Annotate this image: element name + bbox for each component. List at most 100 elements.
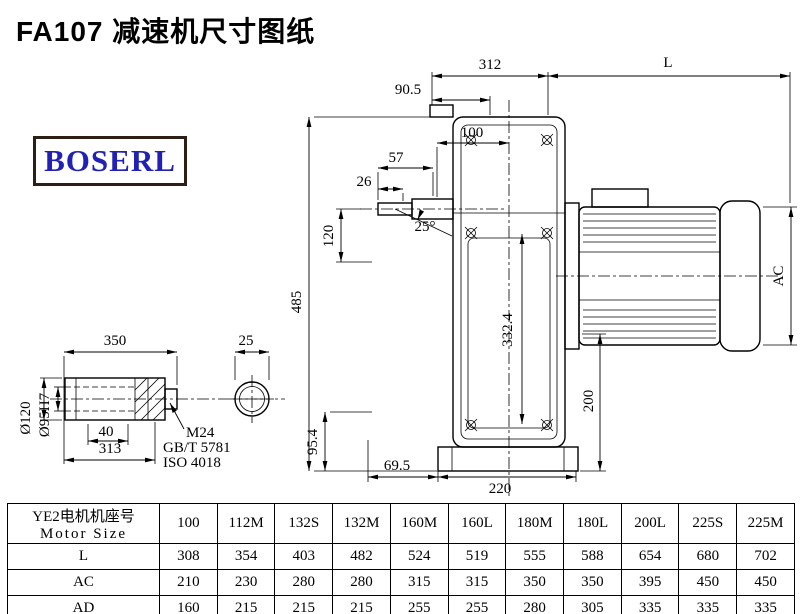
table-cell: 555: [505, 543, 565, 570]
dim-90-5-label: 90.5: [395, 82, 421, 98]
dim-25deg-label: 25°: [415, 219, 436, 235]
table-cell: 335: [620, 595, 680, 614]
table-cell: 702: [736, 543, 795, 570]
gearbox-housing: [429, 104, 579, 472]
table-cell: 450: [678, 569, 738, 596]
row-label: L: [7, 543, 160, 570]
table-cell: 215: [332, 595, 391, 614]
dim-220-label: 220: [489, 481, 512, 497]
dim-100: 100: [436, 125, 509, 197]
dim-L: L: [548, 55, 791, 203]
row-label: AD: [7, 595, 160, 614]
table-cell: 482: [332, 543, 391, 570]
table-cell: 654: [620, 543, 680, 570]
dim-332-4-label: 332.4: [500, 313, 516, 347]
dim-69-5: 69.5: [367, 440, 439, 482]
table-header-en: Motor Size: [39, 525, 128, 542]
dim-485: 485: [289, 116, 452, 472]
table-row-AD: AD 160 215 215 215 255 255 280 305 335 3…: [7, 595, 795, 614]
table-header-motor-size: YE2电机机座号 Motor Size: [7, 503, 160, 544]
standard-gbt-label: GB/T 5781: [163, 440, 231, 456]
dim-120-label: 120: [321, 225, 337, 248]
dim-25-label: 25: [239, 333, 254, 349]
dim-120: 120: [321, 208, 372, 263]
table-cell: 335: [678, 595, 738, 614]
table-cell: 450: [736, 569, 795, 596]
col-header: 112M: [216, 503, 276, 544]
bolt-callout: M24 GB/T 5781 ISO 4018: [163, 402, 231, 471]
table-cell: 524: [389, 543, 449, 570]
boserl-logo: BOSERL: [33, 136, 187, 186]
thread-label: M24: [186, 425, 215, 441]
page-title: FA107 减速机尺寸图纸: [16, 16, 316, 47]
table-header-cn: YE2电机机座号: [32, 508, 135, 525]
main-view: 25°: [289, 55, 797, 497]
input-shaft: 25°: [360, 198, 505, 237]
dim-90-5: 90.5: [395, 82, 491, 115]
dim-dia95: Ø95H7: [37, 386, 66, 437]
col-header: 180M: [505, 503, 565, 544]
table-cell: 215: [274, 595, 334, 614]
boserl-logo-text: BOSERL: [44, 143, 176, 178]
dim-57-label: 57: [389, 150, 405, 166]
table-cell: 395: [620, 569, 680, 596]
dim-200: 200: [580, 333, 606, 472]
dim-313-label: 313: [99, 441, 122, 457]
col-header: 132M: [332, 503, 391, 544]
dim-312-label: 312: [479, 57, 502, 73]
table-cell: 315: [389, 569, 449, 596]
col-header: 160M: [389, 503, 449, 544]
table-cell: 215: [216, 595, 276, 614]
dim-40: 40: [87, 424, 129, 445]
dim-100-label: 100: [461, 125, 484, 141]
bolt-marks: [464, 133, 554, 432]
dim-220: 220: [438, 471, 577, 497]
col-header: 225S: [678, 503, 738, 544]
table-cell: 588: [563, 543, 622, 570]
dim-dia95-label: Ø95H7: [37, 392, 53, 437]
dim-312: 312: [431, 57, 549, 115]
col-header: 132S: [274, 503, 334, 544]
table-cell: 315: [447, 569, 507, 596]
dim-200-label: 200: [581, 390, 597, 413]
col-header: 200L: [620, 503, 680, 544]
table-cell: 680: [678, 543, 738, 570]
technical-drawing: 25°: [18, 55, 797, 497]
shaft-body: [64, 377, 178, 421]
dim-332-4: 332.4: [500, 234, 525, 424]
motor-dimension-table: YE2电机机座号 Motor Size 100 112M 132S 132M 1…: [7, 503, 795, 614]
dim-L-label: L: [663, 55, 672, 71]
col-header: 160L: [447, 503, 507, 544]
standard-iso-label: ISO 4018: [163, 455, 221, 471]
row-label: AC: [7, 569, 160, 596]
table-cell: 305: [563, 595, 622, 614]
shaft-detail-view: 350 40 313 Ø120: [18, 333, 285, 471]
table-row-L: L 308 354 403 482 524 519 555 588 654 68…: [7, 543, 795, 570]
table-cell: 255: [389, 595, 449, 614]
dim-AC-label: AC: [771, 266, 787, 287]
dim-26: 26: [357, 174, 404, 201]
col-header: 100: [159, 503, 218, 544]
dim-313: 313: [64, 422, 156, 464]
col-header: 225M: [736, 503, 795, 544]
dim-40-label: 40: [99, 424, 114, 440]
dim-69-5-label: 69.5: [384, 458, 410, 474]
dim-350: 350: [63, 333, 178, 464]
dim-dia120: Ø120: [18, 377, 62, 435]
table-cell: 519: [447, 543, 507, 570]
table-cell: 230: [216, 569, 276, 596]
table-cell: 160: [159, 595, 218, 614]
dim-350-label: 350: [104, 333, 127, 349]
dim-485-label: 485: [289, 291, 305, 314]
table-row-AC: AC 210 230 280 280 315 315 350 350 395 4…: [7, 569, 795, 596]
table-cell: 280: [505, 595, 565, 614]
table-cell: 350: [563, 569, 622, 596]
table-cell: 308: [159, 543, 218, 570]
dim-57: 57: [377, 150, 434, 200]
table-cell: 403: [274, 543, 334, 570]
table-header-row: YE2电机机座号 Motor Size 100 112M 132S 132M 1…: [7, 503, 795, 544]
table-cell: 350: [505, 569, 565, 596]
dim-26-label: 26: [357, 174, 373, 190]
table-cell: 210: [159, 569, 218, 596]
